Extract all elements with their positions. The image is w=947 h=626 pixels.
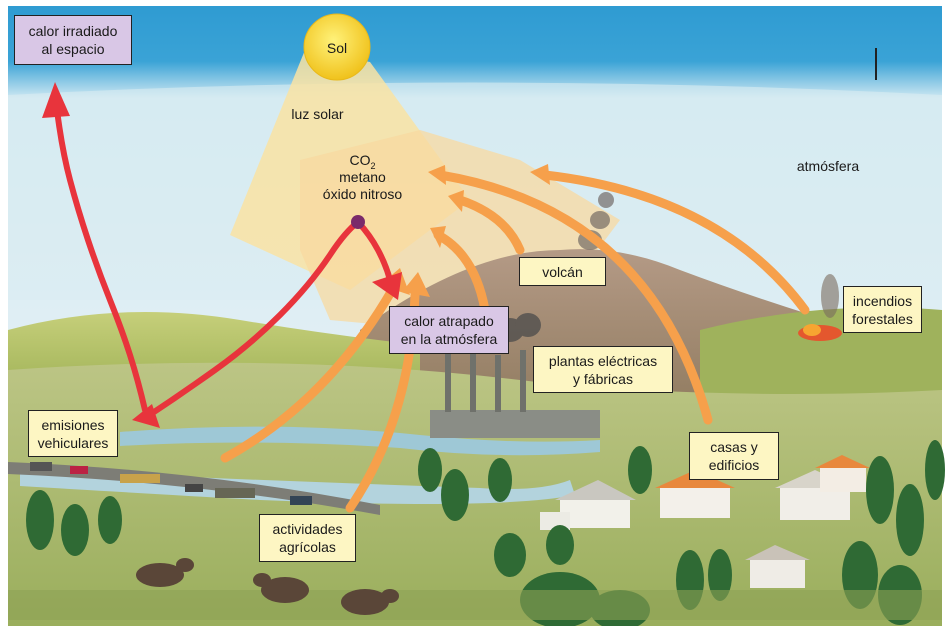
trapped-heat-box: calor atrapado en la atmósfera [389,306,509,354]
gas-co2: CO2 [349,152,376,171]
agriculture-box: actividades agrícolas [259,514,356,562]
greenhouse-gases-label: CO2 metano óxido nitroso [290,152,435,203]
road [8,462,380,515]
arrow-from-forest-fires [540,170,810,315]
vehicle [290,496,312,505]
houses-box: casas y edificios [689,432,779,480]
vehicle [70,466,88,474]
foreground-grass [8,590,942,620]
arrow-from-factories [433,230,490,315]
incoming-heat-wave [142,219,361,421]
vehicle-emissions-box: emisiones vehiculares [28,410,118,457]
atmosphere-label: atmósfera [796,158,860,174]
power-plants-box: plantas eléctricas y fábricas [533,346,673,393]
vehicle [30,462,52,471]
sun-label: Sol [326,40,348,56]
heat-waves [54,107,393,421]
forest-fires-box: incendios forestales [843,286,922,333]
vehicle [120,474,160,483]
trapped-heat-wave [355,219,393,283]
radiated-heat-box: calor irradiado al espacio [14,15,132,65]
radiated-heat-wave [54,107,148,413]
cows [136,558,399,615]
volcano-box: volcán [519,257,606,286]
gas-methane: metano [339,169,386,185]
heat-arrowheads [42,82,402,428]
arrow-from-volcano [455,195,525,255]
river [120,426,600,456]
vehicle [185,484,203,492]
sun [303,13,371,81]
arrow-from-houses [435,170,713,425]
vehicle [215,488,255,498]
sunlight-label: luz solar [291,106,344,122]
forest-fire [798,274,842,341]
heat-wave-peak [351,215,365,229]
arrow-from-vehicles [220,280,400,463]
factory [430,345,600,438]
gas-nitrous-oxide: óxido nitroso [322,186,403,202]
